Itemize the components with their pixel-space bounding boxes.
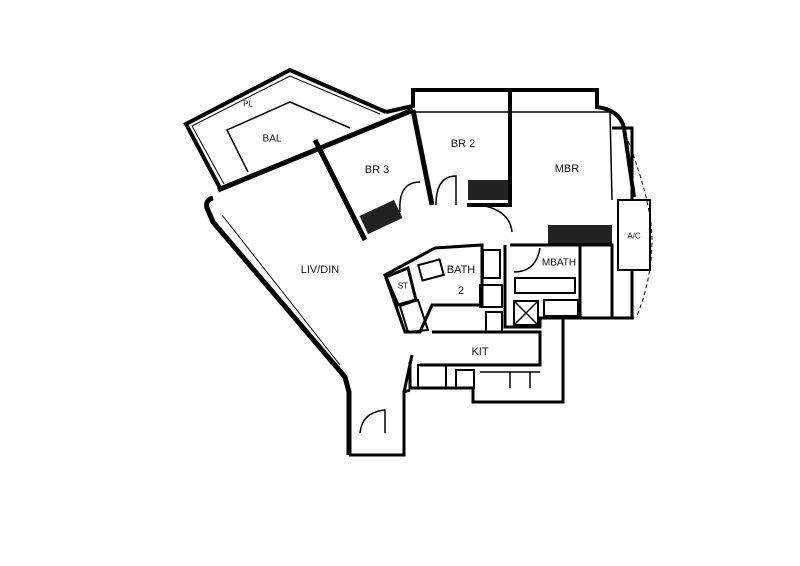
br3-door (399, 181, 421, 213)
entry-wall (349, 388, 411, 457)
mbath-door (513, 247, 541, 273)
mbr-closet (548, 225, 612, 245)
room-label-bath: BATH (446, 264, 476, 276)
room-label-mbath: MBATH (541, 257, 577, 269)
br3-closet (359, 199, 403, 235)
outer-dashed-line (622, 127, 653, 319)
shower-drain (513, 300, 539, 326)
mbath-vanity (514, 277, 576, 294)
entry-side-wall (402, 354, 414, 393)
bath2-tub (417, 258, 445, 282)
mbr-right-wall (612, 126, 634, 318)
mbr-lower-wall (563, 243, 634, 320)
br2-left-wall (410, 109, 435, 206)
ac-unit (617, 199, 651, 271)
mbath-tub (543, 299, 579, 317)
room-label-liv-din: LIV/DIN (300, 264, 340, 276)
kitchen-walls (408, 318, 565, 404)
balcony-wall (217, 107, 414, 193)
kitchen-cabinets (480, 371, 540, 388)
room-label-bath-number: 2 (457, 285, 465, 297)
toilet (479, 284, 503, 308)
entry-door (359, 409, 386, 434)
br2-door (435, 175, 457, 206)
window-line (221, 214, 341, 366)
balcony-outline (225, 101, 351, 173)
room-label-bal: BAL (262, 133, 282, 145)
door-arc (479, 204, 513, 233)
room-label-br2: BR 2 (450, 138, 476, 150)
kitchen-counter (417, 364, 447, 389)
room-label-kit: KIT (471, 346, 489, 358)
br3-wall (312, 138, 368, 242)
kitchen-appliance (455, 369, 475, 389)
room-label-mbr: MBR (554, 163, 580, 175)
planter-inner-line (191, 75, 381, 185)
shower-box (398, 298, 430, 334)
bath2-sink (482, 249, 501, 279)
top-wall (385, 88, 636, 198)
br2-closet (468, 180, 508, 200)
top-inner-line (413, 111, 613, 201)
living-left-wall (204, 195, 352, 455)
room-label-pl: PL (243, 99, 253, 109)
planter-outline (183, 67, 387, 189)
laundry (485, 311, 503, 333)
room-label-st: ST (397, 281, 409, 291)
room-label-br3: BR 3 (364, 164, 390, 176)
room-label-ac: A/C (627, 231, 641, 241)
mbath-shower (513, 300, 539, 326)
